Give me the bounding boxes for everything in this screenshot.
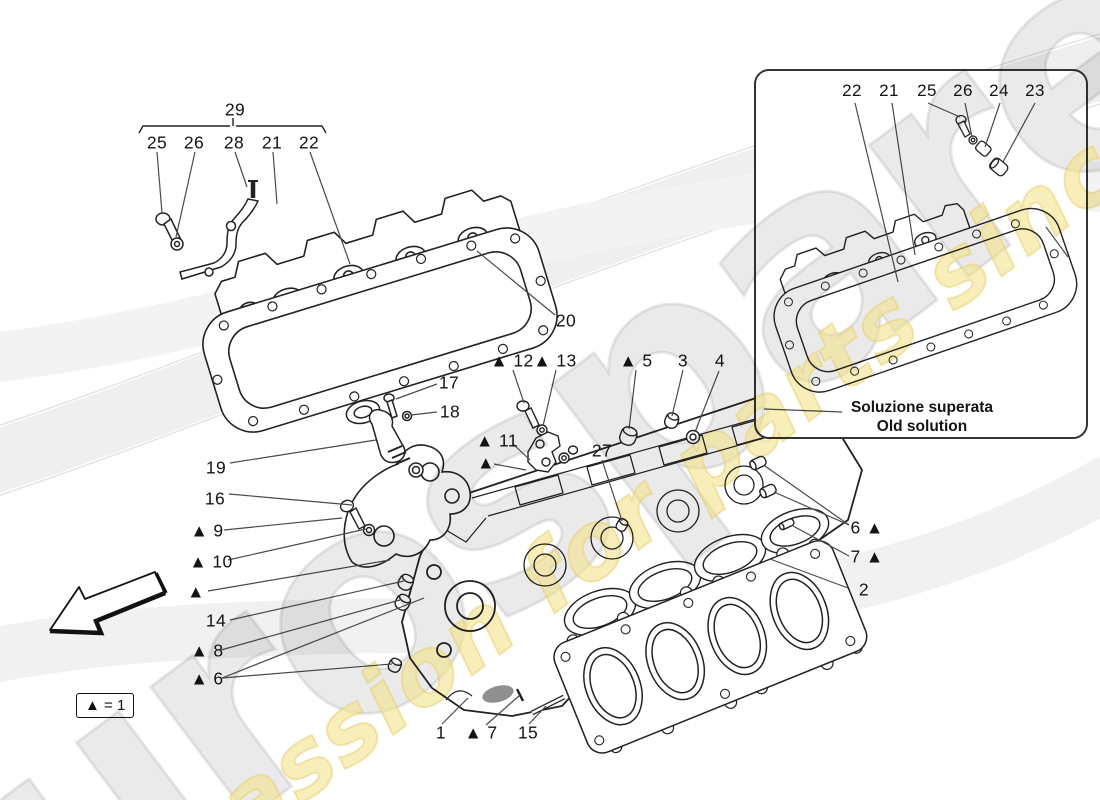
callout-8[interactable]: ▲ 8 [190,640,224,661]
inset-callout-23[interactable]: 23 [1025,81,1045,100]
callout-26[interactable]: 26 [183,132,205,153]
bracket-28-drawing [155,180,260,280]
callout-5[interactable]: ▲ 5 [619,350,653,371]
old-solution-small-parts [955,114,1009,177]
callout-7-bottom[interactable]: ▲ 7 [464,722,498,743]
inset-caption-english: Old solution [876,418,968,435]
inset-callout-22[interactable]: 22 [842,81,862,100]
callout-14[interactable]: 14 [205,610,227,631]
callout-22[interactable]: 22 [298,132,320,153]
direction-arrow-icon [49,571,168,636]
callout-15[interactable]: 15 [517,722,539,743]
callout-3[interactable]: 3 [677,350,689,371]
old-solution-gasket-drawing [773,207,1078,393]
callout-triangle[interactable]: ▲ [187,581,205,602]
leader-lines [138,102,1069,726]
callout-16[interactable]: 16 [204,488,226,509]
callout-9[interactable]: ▲ 9 [190,520,224,541]
callout-4[interactable]: 4 [714,350,726,371]
callout-10[interactable]: ▲ 10 [189,551,233,572]
triangle-legend-label: ▲ = 1 [85,697,126,714]
callout-19[interactable]: 19 [205,457,227,478]
small-parts-drawing [339,400,795,716]
tensioner-drawing [345,393,424,478]
head-gasket-drawing [553,538,868,754]
callout-28[interactable]: 28 [223,132,245,153]
callout-12[interactable]: ▲ 12 [490,350,534,371]
inset-callout-21[interactable]: 21 [879,81,899,100]
callout-6-right[interactable]: 6 ▲ [850,517,884,538]
callout-6-left[interactable]: ▲ 6 [190,668,224,689]
support-arm-drawing [343,444,472,568]
callout-21[interactable]: 21 [261,132,283,153]
callout-17[interactable]: 17 [438,372,460,393]
cover-gasket-drawing [202,227,558,433]
callout-7-right[interactable]: 7 ▲ [850,546,884,567]
inset-callout-24[interactable]: 24 [989,81,1009,100]
callout-11[interactable]: ▲ 11 [476,430,518,451]
inset-callout-25[interactable]: 25 [917,81,937,100]
callout-25[interactable]: 25 [146,132,168,153]
callout-2[interactable]: 2 [858,579,870,600]
inset-callout-26[interactable]: 26 [953,81,973,100]
inset-caption-italian: Soluzione superata [850,399,994,416]
callout-1[interactable]: 1 [435,722,447,743]
callout-13[interactable]: ▲ 13 [533,350,577,371]
triangle-legend: ▲ = 1 [76,693,135,718]
callout-triangle-2[interactable]: ▲ [477,452,495,473]
callout-29[interactable]: 29 [224,99,246,120]
callout-18[interactable]: 18 [439,401,461,422]
callout-27[interactable]: 27 [591,440,613,461]
callout-20[interactable]: 20 [555,310,577,331]
